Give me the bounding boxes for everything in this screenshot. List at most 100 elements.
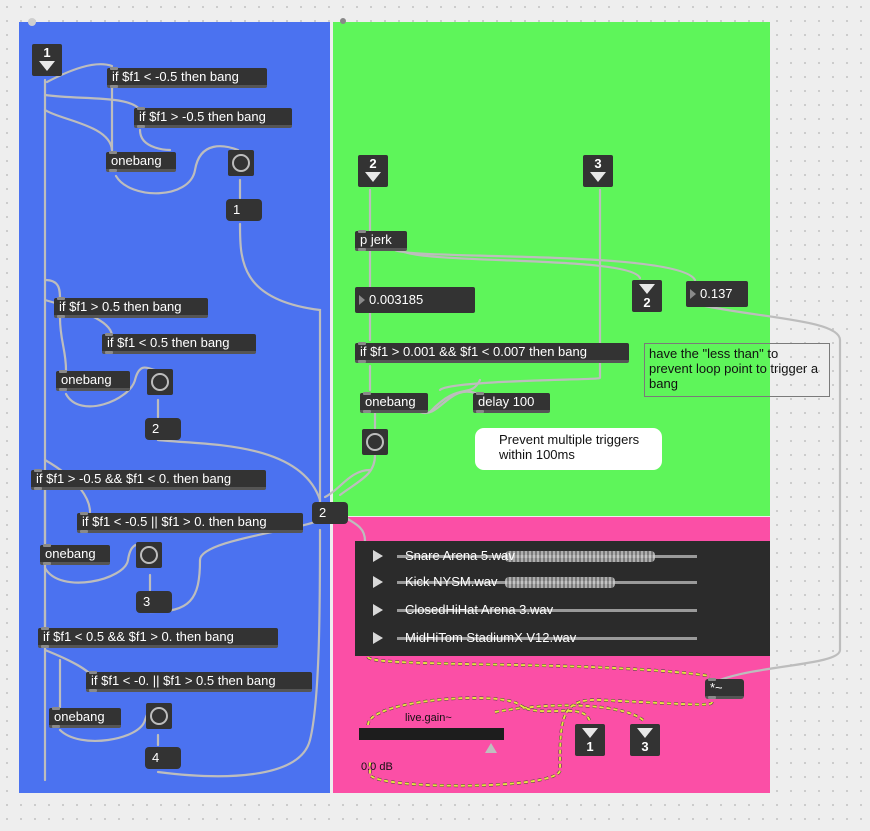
inlet-arrow-icon — [365, 172, 381, 182]
outlet-arrow-icon — [637, 728, 653, 738]
number-triangle-icon — [359, 295, 365, 305]
inlet-number: 3 — [594, 156, 602, 171]
bubble-tail-icon — [478, 443, 498, 463]
message-text: 2 — [152, 421, 160, 436]
bang-button-3[interactable] — [136, 542, 162, 568]
track-name: Kick NYSM.wav — [405, 574, 498, 589]
object-text: if $f1 > -0.5 && $f1 < 0. then bang — [36, 471, 232, 486]
bang-circle-icon — [366, 433, 384, 451]
inlet-number: 2 — [369, 156, 377, 171]
number-value: 0.003185 — [369, 292, 424, 307]
play-icon[interactable] — [373, 632, 383, 644]
play-icon[interactable] — [373, 604, 383, 616]
outlet-3[interactable]: 3 — [630, 724, 660, 756]
track-name: MidHiTom StadiumX V12.wav — [405, 630, 577, 645]
message-box-1[interactable]: 1 — [226, 199, 262, 221]
multiply-signal-object[interactable]: *~ — [705, 678, 744, 699]
if-object-range-0-05[interactable]: if $f1 < 0.5 && $f1 > 0. then bang — [38, 627, 278, 648]
bang-circle-icon — [150, 707, 168, 725]
if-object-jerk-threshold[interactable]: if $f1 > 0.001 && $f1 < 0.007 then bang — [355, 342, 629, 363]
outlet-2[interactable]: 2 — [632, 280, 662, 312]
if-object-outside-neg05-0[interactable]: if $f1 < -0.5 || $f1 > 0. then bang — [77, 512, 303, 533]
onebang-object-4[interactable]: onebang — [49, 707, 121, 728]
message-box-2[interactable]: 2 — [145, 418, 181, 440]
message-box-shared[interactable]: 2 — [312, 502, 348, 524]
object-text: onebang — [45, 546, 96, 561]
object-text: if $f1 < 0.5 then bang — [107, 335, 230, 350]
track-name: ClosedHiHat Arena 3.wav — [405, 602, 554, 617]
onebang-object-jerk[interactable]: onebang — [360, 392, 428, 413]
inlet-number: 1 — [43, 45, 51, 60]
if-object-outside-0-05[interactable]: if $f1 < -0. || $f1 > 0.5 then bang — [86, 671, 312, 692]
speech-bubble-comment[interactable]: Prevent multiple triggers within 100ms — [475, 428, 662, 470]
panel-handle-dot[interactable] — [340, 18, 346, 24]
inlet-1[interactable]: 1 — [32, 44, 62, 76]
gain-value: 0.0 dB — [361, 761, 393, 773]
bang-button-2[interactable] — [147, 369, 173, 395]
bang-button-jerk[interactable] — [362, 429, 388, 455]
playlist-track[interactable]: MidHiTom StadiumX V12.wav — [355, 625, 770, 651]
if-object-lt-neg05[interactable]: if $f1 < -0.5 then bang — [107, 67, 267, 88]
play-icon[interactable] — [373, 576, 383, 588]
subpatcher-jerk[interactable]: p jerk — [355, 230, 407, 251]
gain-meter[interactable] — [359, 728, 504, 740]
play-icon[interactable] — [373, 550, 383, 562]
outlet-number: 2 — [643, 295, 651, 310]
track-name: Snare Arena 5.wav — [405, 548, 515, 563]
bang-circle-icon — [151, 373, 169, 391]
number-triangle-icon — [690, 289, 696, 299]
onebang-object-3[interactable]: onebang — [40, 544, 110, 565]
playlist-tilde[interactable]: Snare Arena 5.wav Kick NYSM.wav ClosedHi… — [355, 541, 770, 656]
panel-handle-dot[interactable] — [28, 18, 36, 26]
object-text: onebang — [111, 153, 162, 168]
message-box-4[interactable]: 4 — [145, 747, 181, 769]
bang-circle-icon — [140, 546, 158, 564]
outlet-number: 3 — [641, 739, 649, 754]
bang-button-4[interactable] — [146, 703, 172, 729]
onebang-object-1[interactable]: onebang — [106, 151, 176, 172]
number-value: 0.137 — [700, 286, 733, 301]
playlist-track[interactable]: Snare Arena 5.wav — [355, 543, 770, 569]
waveform-peak — [505, 551, 655, 562]
inlet-3[interactable]: 3 — [583, 155, 613, 187]
object-text: if $f1 < -0.5 || $f1 > 0. then bang — [82, 514, 267, 529]
playlist-track[interactable]: ClosedHiHat Arena 3.wav — [355, 597, 770, 623]
object-text: p jerk — [360, 232, 392, 247]
inlet-arrow-icon — [39, 61, 55, 71]
playlist-track[interactable]: Kick NYSM.wav — [355, 569, 770, 595]
object-text: if $f1 > 0.001 && $f1 < 0.007 then bang — [360, 344, 587, 359]
object-text: delay 100 — [478, 394, 535, 409]
if-object-lt-05[interactable]: if $f1 < 0.5 then bang — [102, 333, 256, 354]
outlet-arrow-icon — [639, 284, 655, 294]
bang-circle-icon — [232, 154, 250, 172]
outlet-number: 1 — [586, 739, 594, 754]
onebang-object-2[interactable]: onebang — [56, 370, 130, 391]
inlet-arrow-icon — [590, 172, 606, 182]
message-box-3[interactable]: 3 — [136, 591, 172, 613]
if-object-gt-05[interactable]: if $f1 > 0.5 then bang — [54, 297, 208, 318]
bubble-text: Prevent multiple triggers within 100ms — [499, 432, 640, 462]
comment-less-than[interactable]: have the "less than" to prevent loop poi… — [644, 343, 830, 397]
waveform — [397, 637, 697, 640]
outlet-1[interactable]: 1 — [575, 724, 605, 756]
delay-object[interactable]: delay 100 — [473, 392, 550, 413]
object-text: if $f1 < -0.5 then bang — [112, 69, 239, 84]
float-number-box[interactable]: 0.003185 — [355, 287, 475, 313]
object-text: if $f1 > -0.5 then bang — [139, 109, 266, 124]
inlet-2[interactable]: 2 — [358, 155, 388, 187]
if-object-gt-neg05[interactable]: if $f1 > -0.5 then bang — [134, 107, 292, 128]
patcher-region-blue — [19, 22, 330, 793]
object-text: onebang — [61, 372, 112, 387]
comment-text: have the "less than" to prevent loop poi… — [649, 346, 819, 391]
object-text: onebang — [365, 394, 416, 409]
float-number-box-2[interactable]: 0.137 — [686, 281, 748, 307]
outlet-arrow-icon — [582, 728, 598, 738]
bang-button-1[interactable] — [228, 150, 254, 176]
waveform — [397, 609, 697, 612]
waveform-peak — [505, 577, 615, 588]
gain-slider-handle[interactable] — [485, 743, 497, 753]
object-text: *~ — [710, 680, 723, 695]
message-text: 4 — [152, 750, 160, 765]
if-object-range-neg05-0[interactable]: if $f1 > -0.5 && $f1 < 0. then bang — [31, 469, 266, 490]
